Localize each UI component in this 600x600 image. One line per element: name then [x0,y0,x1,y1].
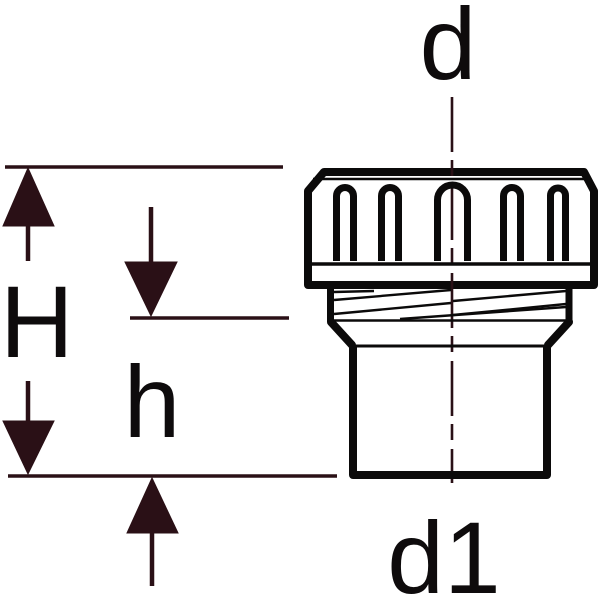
dimension-lines [2,165,337,586]
arrow-up-H-top [2,166,55,261]
pipe-fitting [304,97,598,483]
thread-lines [333,288,567,322]
knurl-slot-center [434,181,471,261]
taper-chamfer [327,318,573,349]
label-bottom-diameter-d1: d1 [387,501,501,600]
knurl-slots [333,181,569,261]
label-total-height-H: H [0,265,74,379]
arrow-down-H-bottom [2,381,55,476]
knurl-slot [378,184,402,261]
knurl-slot [500,184,524,261]
arrow-down-h-top [124,207,178,318]
arrow-up-baseline [126,476,179,586]
thread-collar [327,288,573,322]
spigot-outline [349,346,551,479]
knurl-slot [547,184,569,261]
knurl-slot [333,184,357,261]
label-partial-height-h: h [123,345,181,459]
label-top-diameter-d: d [419,0,477,101]
